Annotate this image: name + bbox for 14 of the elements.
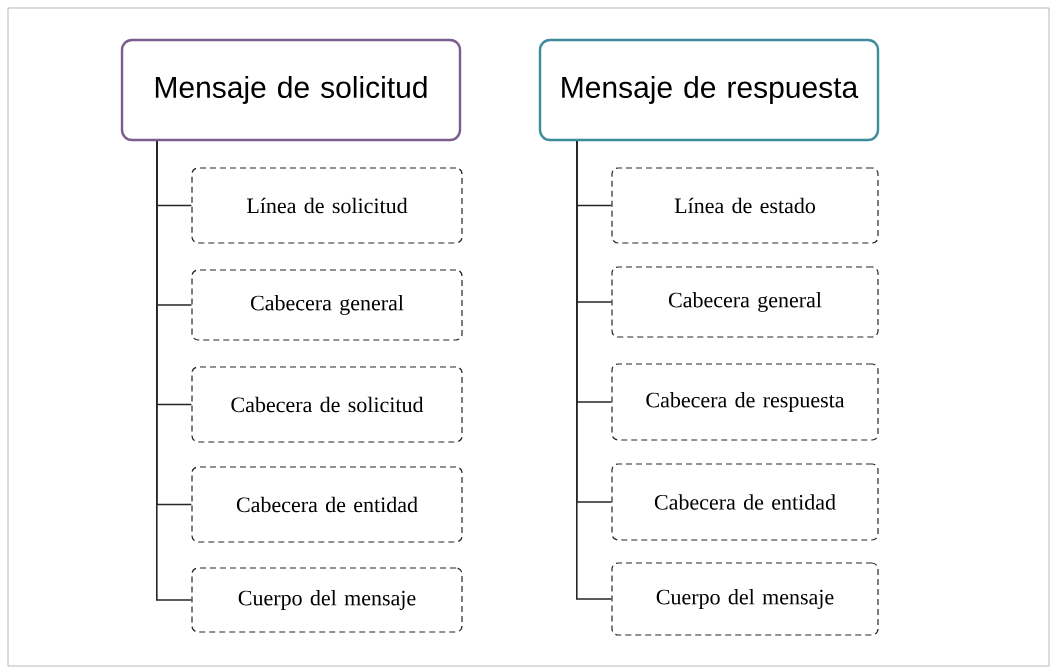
field-box: Cabecera de entidad [191,466,463,543]
field-box: Línea de estado [611,167,879,244]
field-box: Cuerpo del mensaje [611,562,879,636]
field-box: Cabecera general [191,269,463,341]
field-box: Cabecera de solicitud [191,366,463,443]
field-box: Cabecera general [611,266,879,338]
field-box: Cabecera de respuesta [611,363,879,441]
message-box: Mensaje de respuesta [538,38,880,142]
message-box: Mensaje de solicitud [120,38,462,142]
field-box: Cuerpo del mensaje [191,567,463,633]
connector-line [576,140,613,600]
field-box: Cabecera de entidad [611,463,879,541]
field-box: Línea de solicitud [191,167,463,244]
connector-line [156,140,193,601]
